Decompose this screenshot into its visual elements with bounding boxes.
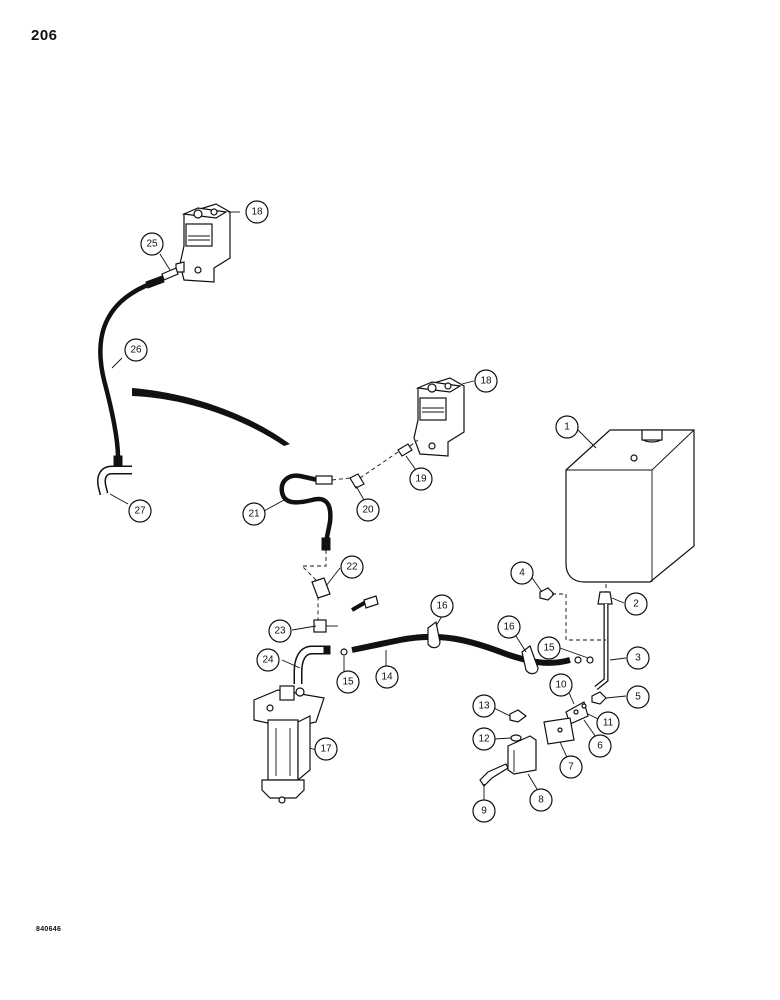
svg-text:7: 7 [568,762,574,773]
steering-pump-lower [413,377,465,457]
clip-16a [427,620,441,649]
svg-text:11: 11 [603,718,614,729]
callout-7: 7 [559,755,583,779]
svg-text:3: 3 [635,653,641,664]
svg-text:18: 18 [480,376,492,387]
callout-12: 12 [472,727,496,751]
callout-16-left: 16 [430,594,454,618]
callout-24: 24 [256,648,280,672]
svg-text:27: 27 [134,506,146,517]
svg-text:24: 24 [262,655,274,666]
callout-27: 27 [128,499,152,523]
callout-15-left: 15 [336,670,360,694]
callout-19: 19 [409,467,433,491]
svg-text:22: 22 [346,562,358,573]
svg-text:20: 20 [362,505,374,516]
svg-text:9: 9 [481,806,487,817]
nut-4 [539,587,555,601]
elbow-22 [311,577,379,612]
svg-text:18: 18 [251,207,263,218]
svg-text:26: 26 [130,345,142,356]
svg-text:14: 14 [381,672,393,683]
callout-8: 8 [529,788,553,812]
callout-17: 17 [314,737,338,761]
callout-20: 20 [356,498,380,522]
svg-text:2: 2 [633,599,639,610]
bolt-9 [479,763,509,787]
svg-text:6: 6 [597,741,603,752]
svg-text:1: 1 [564,422,570,433]
svg-text:10: 10 [555,680,567,691]
callout-10: 10 [549,673,573,697]
callout-9: 9 [472,799,496,823]
callout-22: 22 [340,555,364,579]
callout-15-right: 15 [537,636,561,660]
washer-12 [510,734,522,742]
tube-3 [594,604,609,690]
page-number: 206 [31,27,58,44]
callout-18-upper: 18 [245,200,269,224]
svg-text:16: 16 [436,601,448,612]
callout-16-right: 16 [497,615,521,639]
callout-5: 5 [626,685,650,709]
callout-6: 6 [588,734,612,758]
svg-text:16: 16 [503,622,515,633]
callout-11: 11 [596,711,620,735]
svg-text:5: 5 [635,692,641,703]
fitting-2 [597,591,613,605]
nut-5 [591,691,607,705]
callout-2: 2 [624,592,648,616]
hose-14 [340,633,582,666]
callout-group: 1 2 3 4 5 6 7 8 9 10 11 12 13 14 15 15 1… [124,200,650,823]
fitting-20 [349,473,365,489]
svg-text:25: 25 [146,239,158,250]
frame-outline [132,388,290,446]
svg-text:15: 15 [543,643,555,654]
svg-text:21: 21 [248,509,260,520]
callout-18-lower: 18 [474,369,498,393]
callout-13: 13 [472,694,496,718]
nut-13 [509,709,527,723]
callout-23: 23 [268,619,292,643]
elbow-24 [293,645,331,684]
svg-text:13: 13 [478,701,490,712]
plate-7 [543,717,575,745]
svg-text:8: 8 [538,795,544,806]
callout-26: 26 [124,338,148,362]
svg-text:19: 19 [415,474,427,485]
elbow-27 [97,465,132,496]
svg-text:17: 17 [320,744,332,755]
svg-text:12: 12 [478,734,490,745]
hose-26 [98,275,165,471]
bracket-8 [507,735,537,775]
drawing-id: 840646 [36,926,62,933]
fitting-19 [397,443,413,457]
clip-16b [521,645,539,675]
svg-text:15: 15 [342,677,354,688]
steering-pump-upper [175,203,231,283]
svg-text:4: 4 [519,568,525,579]
filter-17 [253,685,325,804]
callout-3: 3 [626,646,650,670]
callout-1: 1 [555,415,579,439]
callout-21: 21 [242,502,266,526]
washer-15b [586,656,594,664]
callout-14: 14 [375,665,399,689]
callout-25: 25 [140,232,164,256]
reservoir-1 [565,429,695,583]
svg-text:23: 23 [274,626,286,637]
hose-21 [279,473,333,551]
fitting-25 [161,267,179,281]
tee-23 [313,619,338,633]
callout-4: 4 [510,561,534,585]
